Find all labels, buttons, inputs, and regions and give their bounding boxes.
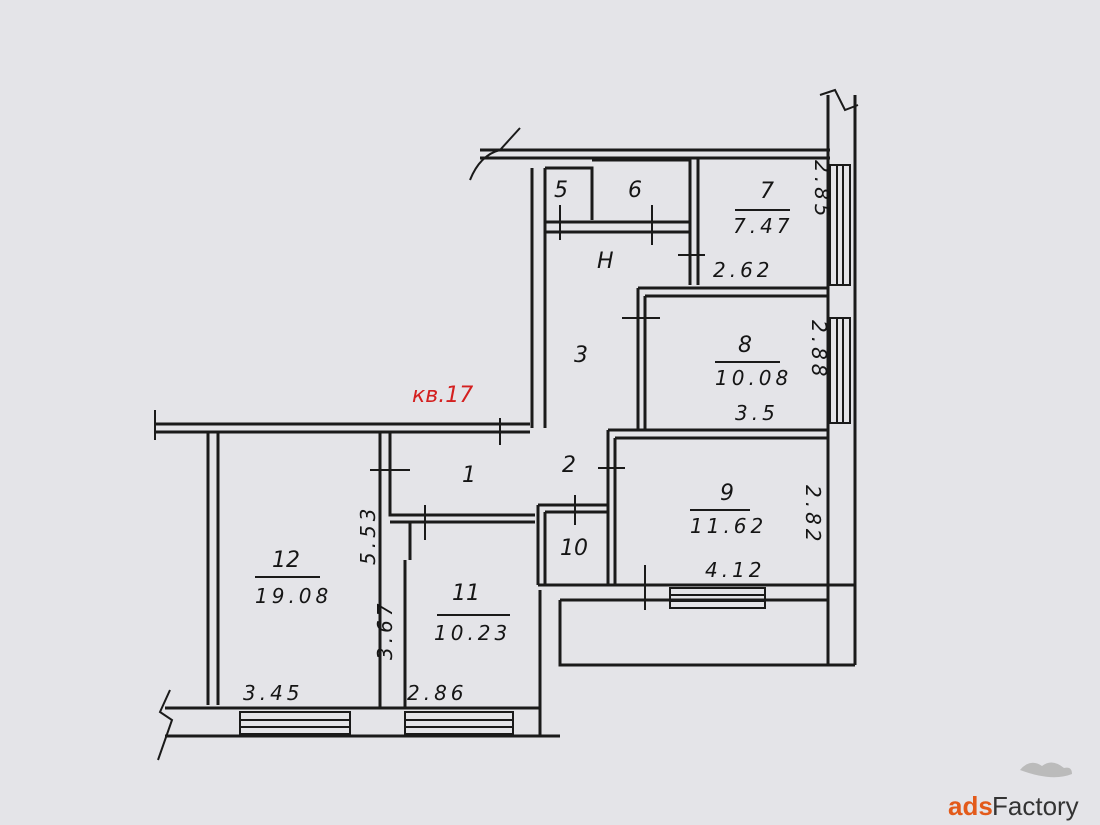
watermark-ads: ads [948, 791, 993, 821]
room-8-area: 10.08 [715, 366, 792, 390]
room-9-number: 9 [720, 481, 734, 506]
room-3-number: 3 [574, 343, 588, 368]
walls [154, 88, 859, 761]
door-marks [370, 205, 705, 610]
cloud-icon [1020, 762, 1072, 778]
room-5-number: 5 [554, 178, 568, 203]
room-7-length: 2.85 [810, 160, 834, 221]
room-12-length: 5.53 [356, 504, 380, 565]
room-8-number: 8 [738, 333, 752, 358]
room-7-number: 7 [760, 179, 774, 204]
room-9-area: 11.62 [690, 514, 767, 538]
room-12-area: 19.08 [255, 584, 332, 608]
room-7-area: 7.47 [733, 214, 794, 238]
room-6-number: 6 [628, 178, 642, 203]
room-8-length: 2.88 [807, 320, 831, 381]
room-9-length: 2.82 [801, 485, 825, 546]
watermark: ads Factory [948, 762, 1079, 821]
room-9-width: 4.12 [705, 558, 766, 582]
room-11-length: 3.67 [373, 599, 397, 660]
windows [239, 164, 851, 735]
room-4-number: Н [597, 249, 614, 274]
room-10-number: 10 [560, 536, 588, 561]
room-11-area: 10.23 [434, 621, 511, 645]
room-11-number: 11 [452, 581, 480, 606]
room-7-width: 2.62 [713, 258, 774, 282]
room-2-number: 2 [562, 453, 576, 478]
room-labels: 1 2 3 Н 5 6 7 7.47 2.62 2.85 8 10.08 3.5… [243, 160, 834, 705]
watermark-factory: Factory [992, 791, 1079, 821]
apartment-label: кв.17 [412, 383, 473, 408]
room-12-width: 3.45 [243, 681, 304, 705]
room-12-number: 12 [272, 548, 300, 573]
room-1-number: 1 [462, 463, 476, 488]
room-8-width: 3.5 [735, 401, 779, 425]
room-11-width: 2.86 [407, 681, 468, 705]
